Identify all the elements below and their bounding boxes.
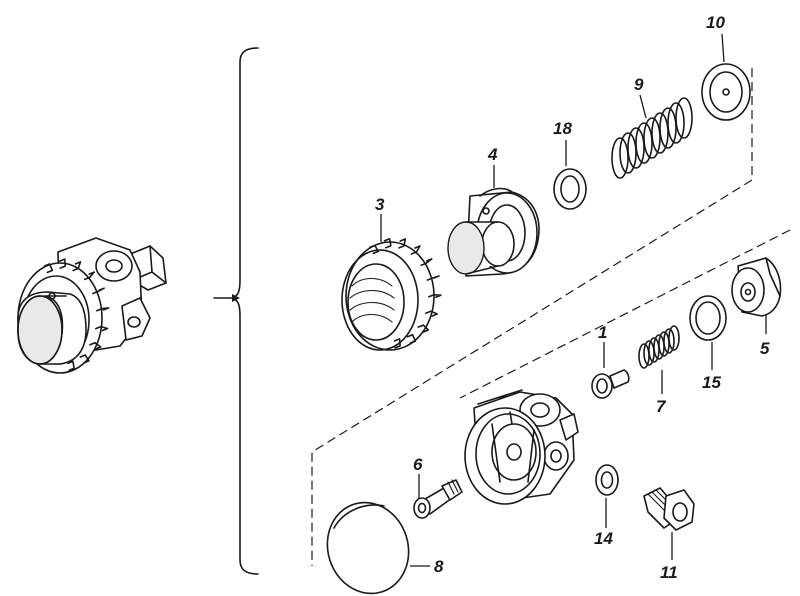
label-part-15: 15 <box>702 373 721 392</box>
part-11-hex-plug <box>643 487 695 531</box>
assembly-axis-lower <box>459 229 791 399</box>
label-part-5: 5 <box>760 339 770 358</box>
part-15-oring <box>689 295 727 341</box>
group-bracket <box>231 47 259 575</box>
label-part-7: 7 <box>656 397 667 416</box>
part-10-disc <box>701 63 751 121</box>
label-part-3: 3 <box>375 195 385 214</box>
label-part-10: 10 <box>706 13 725 32</box>
part-9-spring <box>611 97 693 179</box>
main-valve-body <box>464 389 579 505</box>
assembled-unit <box>17 237 167 374</box>
part-labels: 10 9 18 4 3 5 15 7 1 6 14 11 8 <box>375 13 770 582</box>
leader-lines <box>380 33 767 567</box>
label-part-11: 11 <box>660 563 678 582</box>
label-part-14: 14 <box>594 529 613 548</box>
label-part-9: 9 <box>634 75 644 94</box>
part-7-spring <box>638 325 680 369</box>
label-part-18: 18 <box>553 119 572 138</box>
part-18-washer <box>553 168 587 210</box>
assembly-axis-upper <box>311 68 753 566</box>
part-3-knurled-nut <box>341 238 442 351</box>
part-6-nipple <box>413 479 463 519</box>
label-part-6: 6 <box>413 455 423 474</box>
label-part-4: 4 <box>487 145 498 164</box>
part-1-valve-pin <box>591 369 630 399</box>
part-14-washer <box>595 464 619 496</box>
part-4-piston <box>447 187 540 277</box>
part-5-adjuster <box>731 257 782 317</box>
part-8-cover-disc <box>326 501 410 595</box>
label-part-1: 1 <box>598 323 607 342</box>
label-part-8: 8 <box>434 557 444 576</box>
